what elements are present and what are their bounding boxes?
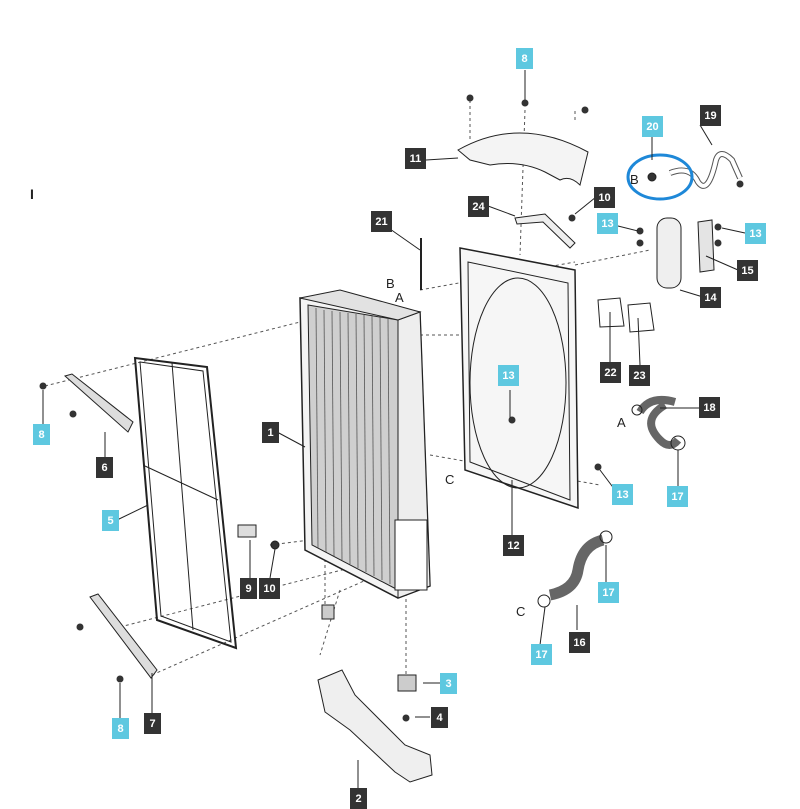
letter-A-hose: A	[617, 415, 626, 430]
part-tag-lower-hose: 16	[569, 632, 590, 653]
part-tag-top-cover: 11	[405, 148, 426, 169]
part-tag-stay-bar: 24	[468, 196, 489, 217]
part-tag-clamp-17-a: 17	[598, 582, 619, 603]
part-tag-rubber-mount: 3	[440, 673, 457, 694]
leader-lines	[42, 70, 746, 790]
part-tag-expansion-tank: 14	[700, 287, 721, 308]
part-tag-bolt-13-low: 13	[612, 484, 633, 505]
part-tag-shroud: 12	[503, 535, 524, 556]
part-tag-clip: 9	[240, 578, 257, 599]
lower-bracket-shape	[317, 669, 433, 783]
part-tag-screen-frame: 5	[102, 510, 119, 531]
rubber-mount-shape	[321, 604, 335, 620]
lower-strip-shape	[89, 593, 158, 679]
part-tag-lower-strip: 7	[144, 713, 161, 734]
part-tag-nut-10-left: 10	[259, 578, 280, 599]
part-tag-bolt-8-top: 8	[516, 48, 533, 69]
radiator-shape	[299, 289, 431, 599]
part-tag-tank-bracket: 15	[737, 260, 758, 281]
part-tag-upper-hose: 18	[699, 397, 720, 418]
clip-shape	[237, 524, 257, 538]
part-tag-seal-23: 23	[629, 365, 650, 386]
upper-strip-shape	[63, 373, 134, 433]
part-tag-nut-4: 4	[431, 707, 448, 728]
hose-clamp-highlight	[626, 153, 694, 201]
part-tag-clamp-17-c: 17	[667, 486, 688, 507]
part-tag-bolt-8-left: 8	[33, 424, 50, 445]
seal-23-shape	[627, 302, 655, 333]
letter-B-hose: B	[630, 172, 639, 187]
part-tag-seal-22: 22	[600, 362, 621, 383]
top-cover-shape	[457, 132, 589, 186]
part-tag-rod: 21	[371, 211, 392, 232]
part-tag-bolt-8-bottom: 8	[112, 718, 129, 739]
letter-A-radiator: A	[395, 290, 404, 305]
part-tag-clamp-17-b: 17	[531, 644, 552, 665]
part-tag-lower-bracket: 2	[350, 788, 367, 809]
part-tag-nut-10-top: 10	[594, 187, 615, 208]
letter-C-radiator: C	[445, 472, 455, 487]
part-tag-bolt-13-a: 13	[597, 213, 618, 234]
bolts	[39, 94, 744, 722]
part-tag-hose-clamp-20: 20	[642, 116, 663, 137]
part-tag-overflow-hose: 19	[700, 105, 721, 126]
letter-C-hose: C	[516, 604, 526, 619]
part-tag-bolt-13-b: 13	[745, 223, 766, 244]
part-tag-upper-strip: 6	[96, 457, 113, 478]
part-tag-radiator: 1	[262, 422, 279, 443]
shroud-shape	[459, 247, 579, 510]
stray-mark: I	[30, 186, 34, 202]
screen-frame-shape	[133, 356, 238, 650]
letter-B-radiator: B	[386, 276, 395, 291]
part-tag-bolt-13-center: 13	[498, 365, 519, 386]
seal-22-shape	[597, 297, 625, 328]
tank-bracket-shape	[697, 219, 715, 273]
lower-hose-shape	[548, 534, 605, 601]
stay-bar-shape	[514, 213, 576, 249]
expansion-tank-shape	[656, 217, 682, 289]
